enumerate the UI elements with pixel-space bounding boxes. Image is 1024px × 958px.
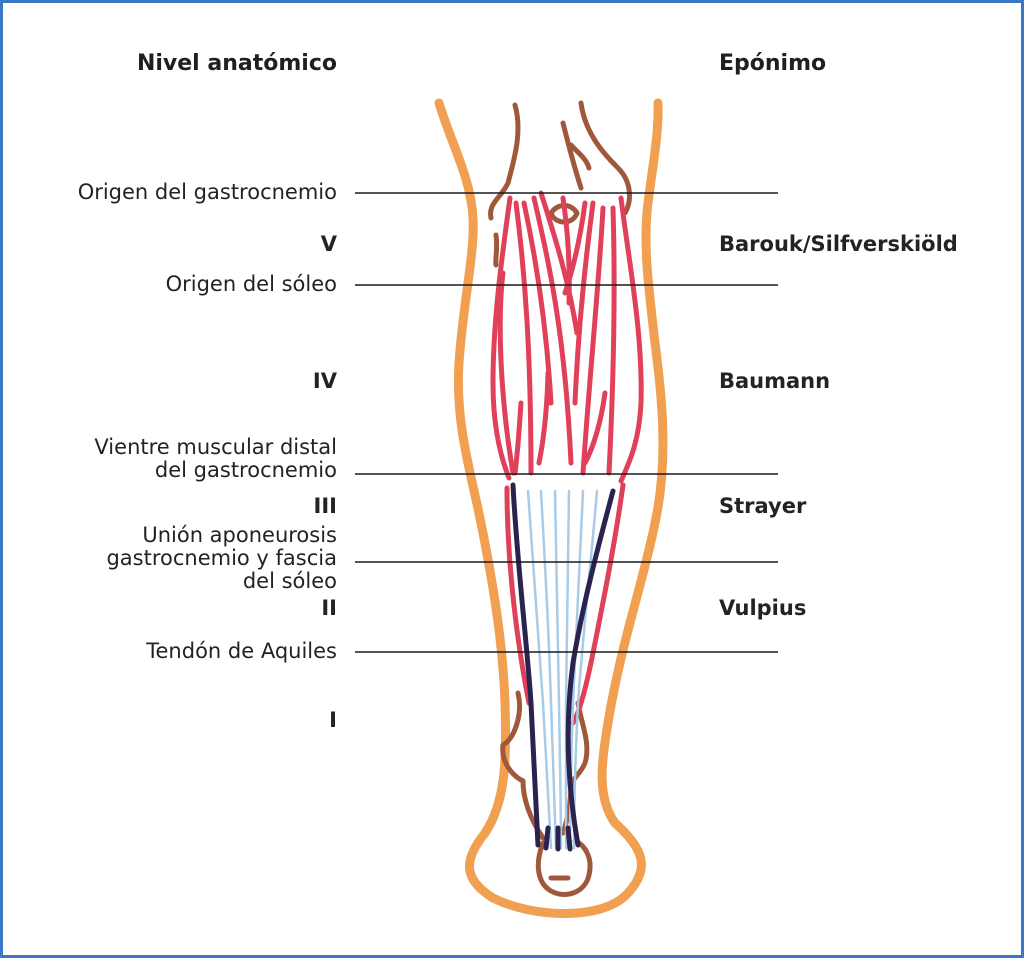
tendon-edges [510, 482, 616, 852]
landmark-origen-soleo: Origen del sóleo [165, 272, 337, 296]
header-eponimo: Epónimo [719, 51, 827, 76]
landmark-vientre-line-1: Vientre muscular distal [94, 435, 337, 459]
leg-posterior-illustration [355, 98, 778, 918]
landmark-origen-gastrocnemio: Origen del gastrocnemio [77, 180, 337, 204]
level-numeral-i: I [329, 708, 337, 732]
landmark-union-line-1: Unión aponeurosis [142, 523, 337, 547]
header-nivel-anatomico: Nivel anatómico [136, 51, 337, 76]
achilles-tendon-fibers [526, 489, 599, 850]
reference-lines [355, 192, 778, 653]
landmark-union-aponeurosis: Unión aponeurosis gastrocnemio y fascia … [106, 524, 337, 593]
level-numeral-ii: II [321, 596, 337, 620]
skin-outline [434, 98, 668, 918]
eponym-vulpius: Vulpius [719, 596, 807, 620]
eponym-barouk-silfverskiold: Barouk/Silfverskiöld [719, 232, 958, 256]
level-numeral-iii: III [313, 494, 337, 518]
landmark-vientre-line-2: del gastrocnemio [154, 458, 337, 482]
level-numeral-iv: IV [312, 369, 337, 393]
landmark-vientre-muscular: Vientre muscular distal del gastrocnemio [94, 436, 337, 482]
gastrocnemius-soleus-muscles [490, 190, 644, 726]
eponym-strayer: Strayer [719, 494, 807, 518]
landmark-union-line-3: del sóleo [242, 569, 337, 593]
eponym-baumann: Baumann [719, 369, 831, 393]
level-numeral-v: V [320, 232, 337, 256]
landmark-tendon-aquiles: Tendón de Aquiles [146, 639, 337, 663]
landmark-union-line-2: gastrocnemio y fascia [106, 546, 337, 570]
